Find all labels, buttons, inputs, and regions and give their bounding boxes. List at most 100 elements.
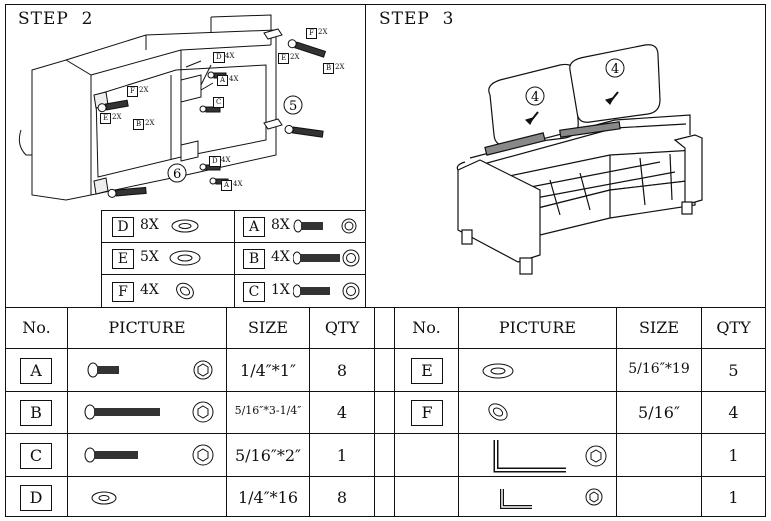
step2-title: STEP 2 <box>18 9 94 29</box>
parts-grid-hline <box>101 274 365 275</box>
qty-a: 8 <box>336 361 348 380</box>
header-size: SIZE <box>638 318 680 337</box>
washer-flat-icon <box>171 219 199 233</box>
size-d: 1/4″*16 <box>237 488 299 507</box>
size-b: 5/16″*3-1/4″ <box>234 404 302 417</box>
step3-callout-4a: 4 <box>531 90 539 105</box>
table-col-line <box>616 307 617 517</box>
table-row-line <box>5 391 765 392</box>
qty-d: 8 <box>336 488 348 507</box>
qty-large-allen-key: 1 <box>728 446 739 465</box>
qty-e: 5 <box>728 361 739 380</box>
header-size: SIZE <box>247 318 289 337</box>
hw-label-box: F <box>127 86 138 97</box>
part-qty-e: 5X <box>140 249 159 265</box>
row-letter-f: F <box>411 400 443 426</box>
part-qty-c: 1X <box>271 282 290 298</box>
part-letter-c: C <box>243 282 265 302</box>
part-letter-e: E <box>112 249 134 269</box>
frame-top <box>5 4 765 5</box>
hw-label-box: A <box>221 180 233 191</box>
hw-label-box: B <box>323 63 335 74</box>
part-letter-d: D <box>112 217 134 237</box>
medium-bolt-icon <box>293 282 360 300</box>
header-qty: QTY <box>324 318 360 337</box>
hw-label-qty: 2X <box>145 119 155 127</box>
hw-label-box: F <box>306 28 317 39</box>
hw-label-qty: 4X <box>229 75 239 83</box>
hw-label-qty: 2X <box>335 63 345 71</box>
step2-callout-6: 6 <box>173 167 181 182</box>
part-qty-a: 8X <box>271 217 290 233</box>
washer-large-icon <box>169 250 201 266</box>
steps-table-divider <box>5 307 765 308</box>
part-letter-b: B <box>243 249 265 269</box>
frame-left <box>5 4 6 517</box>
parts-grid-hline <box>101 242 365 243</box>
size-f: 5/16″ <box>638 403 680 422</box>
qty-b: 4 <box>336 403 348 422</box>
bolt-a-icon <box>87 360 213 380</box>
row-letter-c: C <box>20 443 52 469</box>
part-qty-f: 4X <box>140 282 159 298</box>
long-bolt-icon <box>293 249 360 267</box>
washer-e-icon <box>482 363 514 379</box>
step2-parts-grid <box>101 210 366 308</box>
step3-sofa-diagram: 4 4 <box>456 44 703 275</box>
hw-label-box: D <box>213 52 225 63</box>
hw-label-box: E <box>100 113 112 124</box>
size-c: 5/16″*2″ <box>234 446 302 465</box>
row-letter-a: A <box>20 358 52 384</box>
bolt-b-icon <box>84 401 214 423</box>
part-qty-d: 8X <box>140 217 159 233</box>
step3-title: STEP 3 <box>379 9 455 29</box>
hw-label-box: B <box>133 119 145 130</box>
table-col-line <box>67 307 68 517</box>
table-col-line <box>458 307 459 517</box>
hw-label-qty: 2X <box>112 113 122 121</box>
hw-label-qty: 2X <box>139 86 149 94</box>
hw-label-qty: 4X <box>225 52 235 60</box>
part-letter-f: F <box>112 282 134 302</box>
washer-d-icon <box>91 491 117 505</box>
hw-label-qty: 2X <box>290 53 300 61</box>
table-row-line <box>5 476 765 477</box>
table-header-line <box>5 348 765 349</box>
frame-right <box>765 4 766 517</box>
step3-callout-4b: 4 <box>611 62 619 77</box>
step-divider <box>365 4 366 307</box>
step2-callout-5: 5 <box>289 99 297 114</box>
hw-label-qty: 4X <box>221 156 231 164</box>
hw-label-box: A <box>217 75 229 86</box>
part-letter-a: A <box>243 217 265 237</box>
part-qty-b: 4X <box>271 249 290 265</box>
table-col-line <box>701 307 702 517</box>
row-letter-b: B <box>20 400 52 426</box>
lock-washer-f-icon <box>488 403 508 421</box>
qty-small-allen-key: 1 <box>728 488 739 507</box>
qty-c: 1 <box>336 446 348 465</box>
table-row-line <box>5 433 765 434</box>
row-letter-d: D <box>20 485 52 511</box>
size-e: 5/16″*19 <box>628 361 690 377</box>
hw-label-box: D <box>209 156 221 167</box>
header-picture: PICTURE <box>108 318 186 337</box>
header-qty: QTY <box>716 318 751 337</box>
parts-grid-vline <box>234 210 235 307</box>
hw-label-qty: 4X <box>233 180 243 188</box>
step2-diagram: 5 6 <box>18 14 327 201</box>
table-col-line <box>394 307 395 517</box>
table-col-line <box>309 307 310 517</box>
frame-bottom <box>5 516 765 517</box>
hw-label-box: E <box>278 53 290 64</box>
header-no: No. <box>412 318 441 337</box>
row-letter-e: E <box>411 358 443 384</box>
table-col-line <box>226 307 227 517</box>
header-picture: PICTURE <box>498 318 577 337</box>
small-allen-key-icon <box>500 488 603 509</box>
short-bolt-icon <box>293 218 357 234</box>
bolt-c-icon <box>84 444 214 466</box>
large-allen-key-icon <box>493 440 607 473</box>
header-no: No. <box>22 318 51 337</box>
